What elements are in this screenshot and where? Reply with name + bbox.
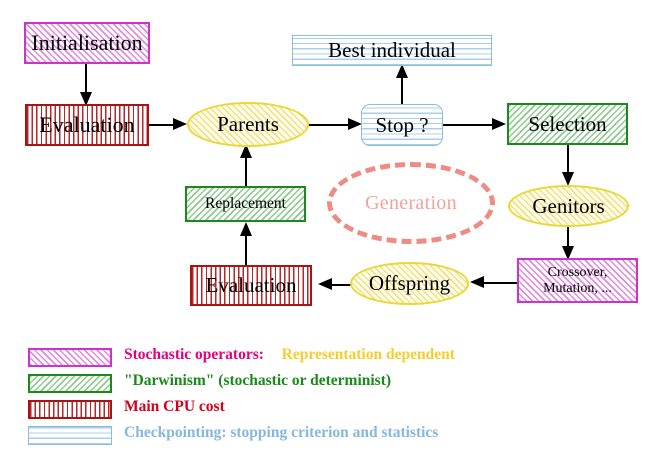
legend-label-darwinism: "Darwinism" (stochastic or determinist) <box>124 372 392 389</box>
arrowhead-evaluation-to-replacement <box>240 222 252 236</box>
node-replacement-label: Replacement <box>205 194 286 212</box>
node-genitors[interactable]: Genitors <box>508 185 629 227</box>
arrowhead-initialisation-to-evaluation <box>80 92 92 106</box>
arrowhead-genitors-to-crossover <box>562 246 574 260</box>
arrowhead-stop-to-best-individual <box>396 64 408 78</box>
arrowhead-offspring-to-evaluation <box>318 278 332 290</box>
node-selection[interactable]: Selection <box>507 103 628 145</box>
node-selection-label: Selection <box>528 111 607 136</box>
legend-swatch-magenta-diagonal-hatch <box>28 348 112 367</box>
node-offspring[interactable]: Offspring <box>350 262 469 305</box>
node-best-individual[interactable]: Best individual <box>292 35 492 66</box>
node-crossover-line2: Mutation, ... <box>543 280 612 296</box>
node-parents[interactable]: Parents <box>187 102 309 147</box>
node-best-individual-label: Best individual <box>328 38 456 63</box>
edge-offspring-to-evaluation <box>330 284 368 286</box>
node-offspring-label: Offspring <box>368 271 451 296</box>
generation-group-ellipse: Generation <box>327 162 495 244</box>
edge-selection-to-genitors <box>567 145 569 175</box>
node-genitors-label: Genitors <box>532 193 605 218</box>
generation-label: Generation <box>365 191 457 214</box>
legend-swatch-blue-horizontal-lines <box>28 426 112 445</box>
node-stop[interactable]: Stop ? <box>361 104 443 146</box>
node-evaluation-bottom[interactable]: Evaluation <box>190 265 312 306</box>
legend-label-stochastic-operators: Stochastic operators: <box>124 346 264 363</box>
legend-label-representation-dependent: Representation dependent <box>281 346 455 363</box>
legend-text-stochastic-operators: Stochastic operators: Representation dep… <box>124 346 455 364</box>
edge-stop-to-best-individual <box>401 70 403 106</box>
arrowhead-replacement-to-parents <box>240 144 252 158</box>
edge-stop-to-selection <box>443 124 501 126</box>
node-evaluation-top-label: Evaluation <box>39 112 135 138</box>
node-replacement[interactable]: Replacement <box>185 186 306 222</box>
arrowhead-stop-to-selection <box>492 118 506 130</box>
arrowhead-evaluation-to-parents <box>173 118 187 130</box>
edge-initialisation-to-evaluation <box>85 64 87 94</box>
edge-replacement-to-parents <box>245 152 247 188</box>
legend-text-checkpointing: Checkpointing: stopping criterion and st… <box>124 424 438 442</box>
arrowhead-parents-to-stop <box>348 118 362 130</box>
edge-genitors-to-crossover <box>567 226 569 252</box>
edge-evaluation-to-parents <box>148 124 180 126</box>
edge-crossover-to-offspring <box>478 282 518 284</box>
legend-swatch-green-diagonal-hatch <box>28 374 112 393</box>
legend-text-darwinism: "Darwinism" (stochastic or determinist) <box>124 372 391 390</box>
node-evaluation-bottom-label: Evaluation <box>205 273 297 298</box>
node-crossover-line1: Crossover, <box>547 265 608 281</box>
legend-label-main-cpu-cost: Main CPU cost <box>124 398 225 415</box>
arrowhead-crossover-to-offspring <box>470 276 484 288</box>
node-evaluation-top[interactable]: Evaluation <box>25 104 149 146</box>
legend-text-main-cpu-cost: Main CPU cost <box>124 398 225 416</box>
legend-swatch-red-vertical-stripes <box>28 400 112 419</box>
node-parents-label: Parents <box>217 112 279 137</box>
legend-label-checkpointing: Checkpointing: stopping criterion and st… <box>124 424 439 441</box>
node-stop-label: Stop ? <box>375 112 429 137</box>
node-initialisation[interactable]: Initialisation <box>24 22 150 64</box>
node-initialisation-label: Initialisation <box>31 30 143 56</box>
node-crossover-mutation[interactable]: Crossover, Mutation, ... <box>517 258 638 303</box>
edge-parents-to-stop <box>307 124 355 126</box>
edge-evaluation-to-replacement <box>245 228 247 266</box>
arrowhead-selection-to-genitors <box>562 172 574 186</box>
